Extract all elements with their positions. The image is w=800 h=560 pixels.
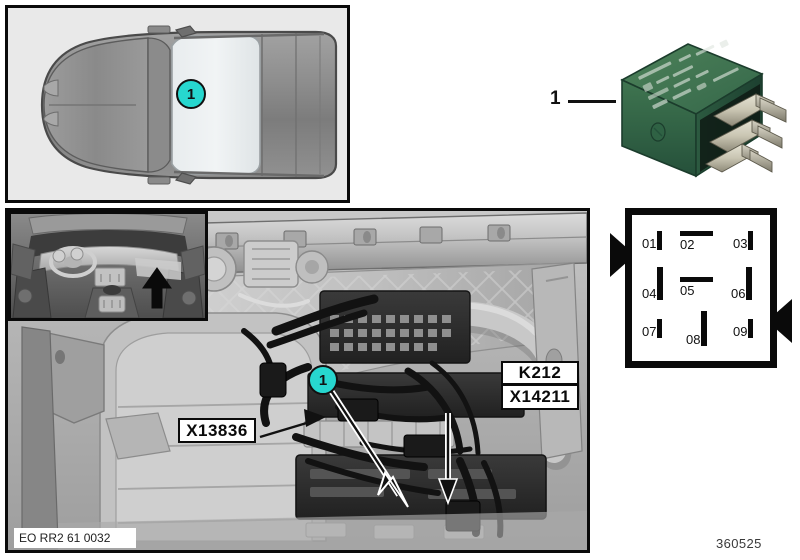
- pin-cell-08: 08: [686, 311, 708, 347]
- callout-label-photo: 1: [318, 371, 328, 389]
- label-plate-x13836: X13836: [178, 418, 256, 443]
- pin-cell-06: 06: [731, 267, 753, 301]
- pin-label-03: 03: [733, 236, 748, 251]
- seat-left: [12, 267, 52, 318]
- roof-rail-top: [173, 32, 325, 40]
- door-panel-right: [180, 245, 205, 281]
- gauge-right: [70, 247, 84, 261]
- trim-block-top: [147, 25, 171, 34]
- pin-blade-04: [657, 267, 664, 300]
- pin-cell-09: 09: [733, 319, 754, 339]
- pin-blade-06: [746, 267, 753, 300]
- pin-label-06: 06: [731, 286, 746, 301]
- pin-cell-05: 05: [680, 277, 713, 297]
- arrow-2-head: [437, 478, 459, 506]
- vehicle-location-panel: 1: [5, 5, 350, 203]
- connector-notch-right: [776, 299, 792, 343]
- pillar-seam: [545, 276, 569, 282]
- pin-blade-02: [680, 231, 713, 236]
- relay-component-drawing: [620, 39, 787, 178]
- headlight-left: [43, 79, 59, 97]
- pin-blade-05: [680, 277, 713, 282]
- pin-label-04: 04: [642, 286, 657, 301]
- interior-view-inset: [8, 211, 208, 321]
- pin-label-07: 07: [642, 324, 657, 339]
- callout-label: 1: [186, 85, 196, 103]
- pin-cell-01: 01: [642, 231, 663, 251]
- callout-badge-vehicle[interactable]: 1: [176, 79, 206, 109]
- pin-cell-07: 07: [642, 319, 663, 339]
- door-panel-left: [11, 243, 36, 281]
- pin-blade-07: [657, 319, 663, 338]
- rail-holes: [225, 227, 505, 247]
- pin-blade-08: [701, 311, 708, 346]
- door-speaker-right: [181, 290, 197, 306]
- relay-pin-diagram: 01 02 03 04 05 06 07 08 09: [610, 208, 792, 368]
- housing-step: [105, 412, 171, 460]
- relay-leader-line: [568, 100, 616, 103]
- bracket-hole: [55, 350, 65, 364]
- windshield: [147, 37, 171, 173]
- label-plate-k212: K212: [501, 361, 579, 385]
- pin-label-01: 01: [642, 236, 657, 251]
- engine-bay-photo: [8, 211, 587, 550]
- connector-notch-left: [610, 233, 626, 277]
- boss-detail: [653, 127, 663, 137]
- relay-index-number: 1: [550, 88, 561, 109]
- arrow-3-head: [304, 409, 326, 427]
- shifter: [103, 285, 121, 295]
- pin-cell-04: 04: [642, 267, 664, 301]
- steering-wheel: [49, 246, 97, 278]
- label-plate-x14211: X14211: [501, 385, 579, 410]
- interior-dashboard-illustration: [11, 214, 205, 318]
- gauge-left: [52, 249, 66, 263]
- headlight-right: [43, 111, 59, 127]
- arrow-1-head: [377, 470, 409, 508]
- pin-cell-03: 03: [733, 231, 754, 251]
- trim-block-bottom: [147, 176, 171, 185]
- pin-cell-02: 02: [680, 231, 713, 251]
- callout-arrows: [259, 381, 459, 508]
- up-arrow-icon: [142, 267, 172, 309]
- console-button-rows: [103, 300, 121, 308]
- pin-blade-01: [657, 231, 663, 250]
- figure-number: 360525: [716, 536, 762, 551]
- pin-blade-03: [748, 231, 754, 250]
- mirror-top: [174, 25, 198, 38]
- figure-caption: EO RR2 61 0032: [14, 528, 136, 548]
- pin-label-02: 02: [680, 237, 695, 252]
- installation-photo-panel: 1: [5, 208, 590, 553]
- floor-surface: [58, 511, 587, 550]
- stack-buttons: [100, 274, 120, 282]
- relay-illustration-group: 1: [550, 38, 800, 188]
- roof-rail-bottom: [173, 170, 325, 178]
- pin-label-08: 08: [686, 332, 701, 347]
- pin-label-09: 09: [733, 324, 748, 339]
- relay-printed-markings: [638, 39, 739, 109]
- pin-label-05: 05: [680, 283, 695, 298]
- relay-terminal-blades: [705, 93, 787, 173]
- callout-badge-photo[interactable]: 1: [308, 365, 338, 395]
- headliner: [28, 214, 188, 235]
- pin-blade-09: [748, 319, 754, 338]
- door-speaker-left: [17, 288, 33, 304]
- mirror-bottom: [174, 172, 198, 185]
